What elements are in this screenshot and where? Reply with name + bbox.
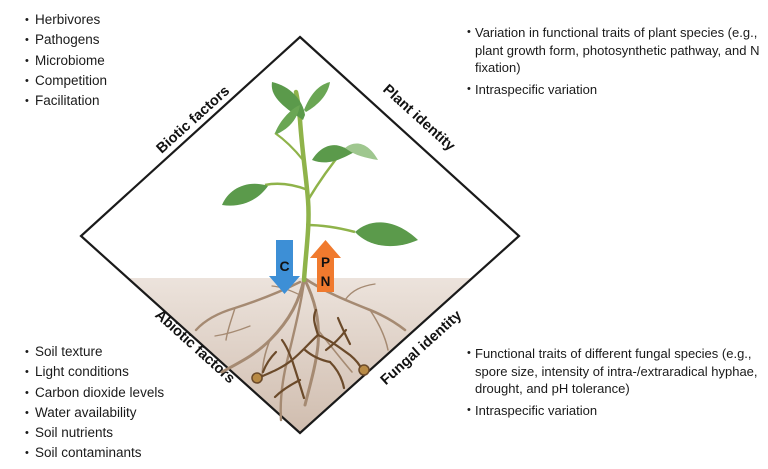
fungal-identity-list: Functional traits of different fungal sp… — [467, 345, 767, 423]
list-item: Intraspecific variation — [467, 81, 767, 99]
carbon-arrow-label: C — [279, 258, 289, 274]
plant-identity-list: Variation in functional traits of plant … — [467, 24, 767, 102]
list-item: Competition — [25, 71, 107, 92]
fungal-spore — [251, 372, 263, 384]
list-item: Herbivores — [25, 10, 107, 31]
biotic-factors-list: Herbivores Pathogens Microbiome Competit… — [25, 10, 107, 112]
list-item: Water availability — [25, 403, 164, 424]
list-item: Facilitation — [25, 91, 107, 112]
list-item: Light conditions — [25, 362, 164, 383]
abiotic-factors-list: Soil texture Light conditions Carbon dio… — [25, 342, 164, 464]
nitrogen-label: N — [321, 274, 331, 289]
carbon-arrow: C — [269, 240, 300, 294]
list-item: Intraspecific variation — [467, 402, 767, 420]
list-item: Pathogens — [25, 30, 107, 51]
fungal-spore — [358, 364, 370, 376]
list-item: Soil nutrients — [25, 423, 164, 444]
list-item: Functional traits of different fungal sp… — [467, 345, 767, 398]
list-item: Carbon dioxide levels — [25, 383, 164, 404]
biotic-factors-label: Biotic factors — [154, 83, 234, 157]
fungal-hyphae — [256, 308, 364, 400]
diamond-frame — [79, 35, 521, 435]
list-item: Soil texture — [25, 342, 164, 363]
list-item: Variation in functional traits of plant … — [467, 24, 767, 77]
nutrient-arrow: P N — [310, 240, 341, 292]
plant-leaves — [222, 82, 418, 247]
list-item: Soil contaminants — [25, 443, 164, 464]
list-item: Microbiome — [25, 51, 107, 72]
phosphorus-label: P — [321, 255, 330, 270]
